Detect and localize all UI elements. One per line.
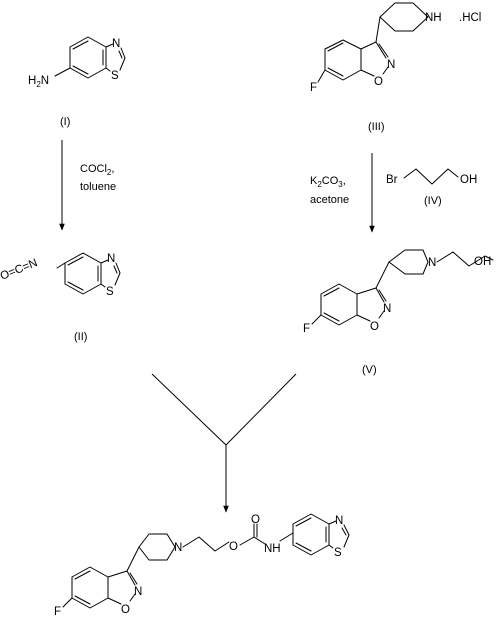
compound-5-isoxazole-nitrogen: N <box>383 303 391 315</box>
product-isoxazole-nitrogen: N <box>134 586 142 598</box>
convergence-arrow <box>151 373 297 513</box>
compound-3-isoxazole-oxygen: O <box>374 76 383 88</box>
compound-3: NH .HCl N O F (III) <box>310 2 481 133</box>
compound-1-ring-sulfur: S <box>111 70 119 82</box>
compound-5-hydroxyl: OH <box>474 256 491 268</box>
compound-2-ring-nitrogen: N <box>107 253 115 265</box>
compound-4-bromine: Br <box>386 174 398 186</box>
step-1-reagent-phosgene: COCl2, <box>80 163 114 177</box>
compound-3-fluorine: F <box>310 82 317 94</box>
compound-5-label: (V) <box>362 364 377 376</box>
step-2-base: K2CO3, <box>310 175 346 189</box>
compound-5-fluorine: F <box>303 323 310 335</box>
compound-3-hcl-salt: .HCl <box>459 12 481 24</box>
compound-1-label: (I) <box>60 116 70 128</box>
compound-2: N S O=C=N (II) <box>0 252 121 343</box>
compound-1-bonds <box>54 36 126 79</box>
product-ring-nitrogen: N <box>335 515 343 527</box>
product-carbonyl-oxygen: O <box>251 514 260 526</box>
compound-2-ring-sulfur: S <box>106 286 114 298</box>
compound-2-isocyanate: O=C=N <box>0 257 39 283</box>
compound-5-piperidine-nitrogen: N <box>428 257 436 269</box>
product-isoxazole-oxygen: O <box>121 604 130 616</box>
compound-4-hydroxyl: OH <box>460 174 477 186</box>
product-piperidine-nitrogen: N <box>174 542 182 554</box>
product: N O O NH N S N O F <box>54 513 350 618</box>
compound-3-label: (III) <box>368 121 385 133</box>
compound-4-label: (IV) <box>424 195 442 207</box>
compound-4-bonds <box>403 168 459 185</box>
compound-1-amine: H2N <box>28 75 49 89</box>
compound-5-isoxazole-oxygen: O <box>370 321 379 333</box>
product-fluorine: F <box>54 606 61 618</box>
compound-2-bonds <box>56 252 121 295</box>
compound-5-bonds <box>311 249 494 326</box>
compound-5: N OH N O F (V) <box>303 249 494 376</box>
product-carbamate-nh: NH <box>264 543 281 555</box>
compound-3-bonds <box>317 2 429 83</box>
compound-3-isoxazole-nitrogen: N <box>387 59 395 71</box>
step-1-solvent: toluene <box>80 181 116 193</box>
compound-3-piperidine-nh: NH <box>425 12 442 24</box>
product-ring-sulfur: S <box>334 547 342 559</box>
compound-4: Br OH (IV) <box>386 168 477 207</box>
product-bonds <box>62 513 350 609</box>
compound-1-ring-nitrogen: N <box>112 38 120 50</box>
product-ester-oxygen: O <box>229 541 238 553</box>
compound-1: N S H2N (I) <box>28 36 126 128</box>
compound-2-label: (II) <box>74 331 87 343</box>
step-2-solvent: acetone <box>310 194 349 206</box>
